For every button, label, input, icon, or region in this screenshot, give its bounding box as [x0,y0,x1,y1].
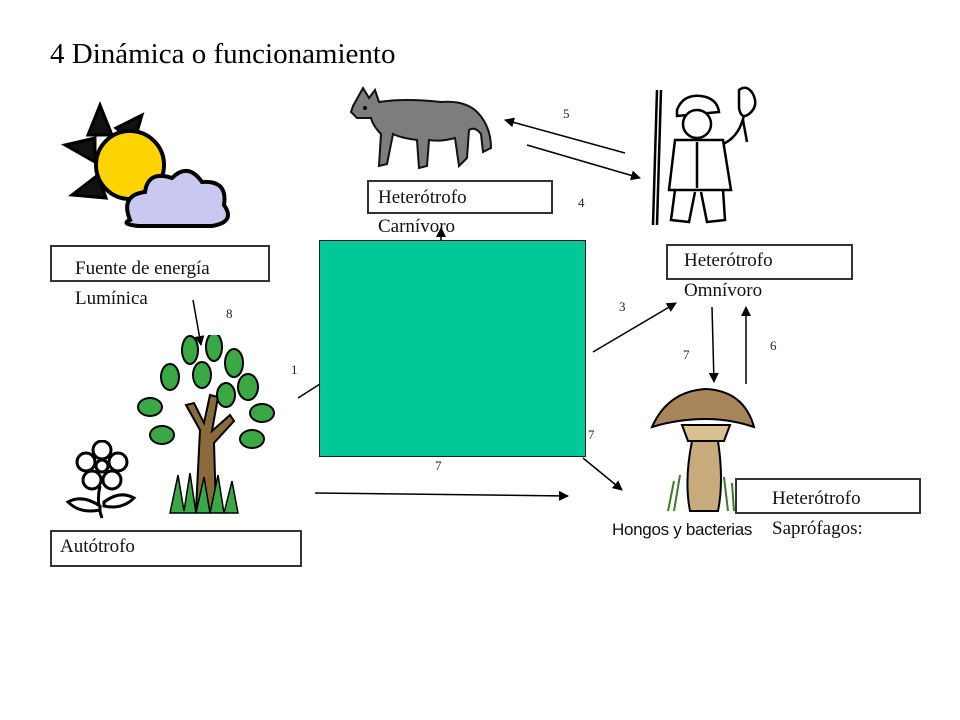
sun-cloud-icon [60,100,230,228]
arrow-number-6: 6 [770,338,777,353]
omnivore-label-line1: Heterótrofo [684,250,773,271]
arrow-number-8: 8 [226,306,233,321]
arrow-7-bottom [314,490,569,501]
omnivore-label-line2: Omnívoro [684,280,763,301]
arrow-number-3: 3 [619,299,626,314]
arrow-number-1: 1 [291,362,298,377]
omnivore-box [666,244,853,280]
arrow-number-7-center: 7 [588,427,595,442]
carnivore-label-line1: Heterótrofo [378,187,467,208]
arrow-number-5: 5 [563,106,570,121]
arrow-5 [504,117,626,154]
saprophyte-label-line2: Saprófagos: [772,518,863,539]
arrow-8 [192,299,205,346]
flower-icon [65,440,137,519]
arrow-number-4: 4 [578,195,585,210]
autotroph-box [50,530,302,567]
arrow-number-7-bottom: 7 [435,458,442,473]
tree-icon [137,335,275,514]
arrow-7-omnivore [708,306,719,383]
arrow-7-center [582,457,623,491]
hunter-icon [651,86,757,226]
center-square [319,240,586,457]
saprophyte-box [735,478,921,514]
arrow-1 [297,383,321,399]
page-title: 4 Dinámica o funcionamiento [50,38,396,70]
fungi-caption: Hongos y bacterias [612,520,753,539]
energy-box [50,245,270,282]
carnivore-box [367,180,553,214]
arrow-3 [592,302,677,353]
autotroph-label: Autótrofo [60,536,135,557]
carnivore-label-line2: Carnívoro [378,216,456,237]
wolf-icon [349,86,493,170]
energy-label-line1: Fuente de energía [75,258,210,279]
saprophyte-label-line1: Heterótrofo [772,488,861,509]
arrow-4 [526,144,641,181]
mushroom-icon [650,387,756,512]
energy-label-line2: Lumínica [75,288,148,309]
arrow-number-7-omnivore: 7 [683,347,690,362]
